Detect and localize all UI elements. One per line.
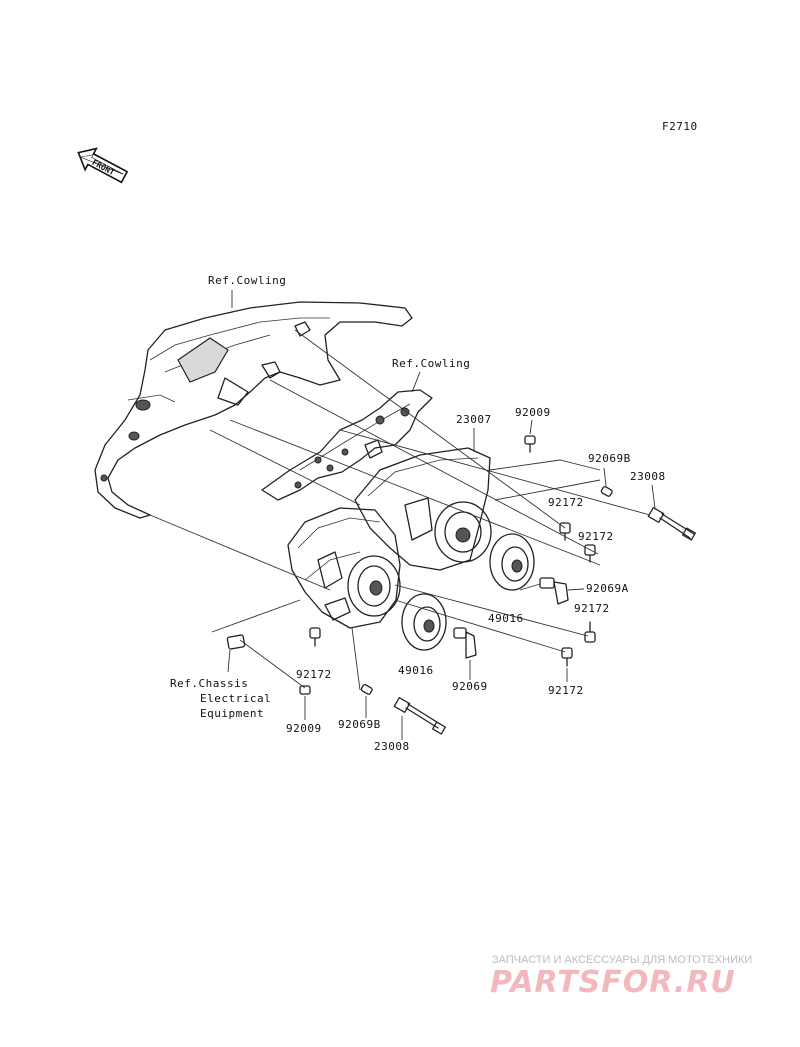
socket-23008-top: [647, 507, 696, 541]
headlight-bracket: [261, 389, 433, 501]
bulb-cover-left: [401, 593, 447, 651]
screw-92009-top: [524, 435, 536, 453]
ref-chassis-label-line1: Ref.Chassis: [170, 677, 248, 690]
bulb-92069: [453, 627, 477, 659]
screw-92172-left: [309, 627, 321, 647]
part-92069B-top-label: 92069B: [588, 452, 631, 465]
part-23008-top-label: 23008: [630, 470, 666, 483]
headlight-housing-front: [287, 507, 401, 629]
part-92009-bottom-label: 92009: [286, 722, 322, 735]
ref-cowling-top-label: Ref.Cowling: [208, 274, 286, 287]
front-arrow-icon: FRONT: [77, 147, 129, 184]
ref-chassis-label-line2: Electrical: [200, 692, 271, 705]
ref-chassis-label-line3: Equipment: [200, 707, 264, 720]
ref-cowling-mid-label: Ref.Cowling: [392, 357, 470, 370]
bulb-92069B-top: [600, 485, 613, 497]
bulb-92069B-bottom: [360, 683, 373, 695]
part-92172-a-label: 92172: [548, 496, 584, 509]
part-23008-bottom-label: 23008: [374, 740, 410, 753]
watermark-top-line: ЗАПЧАСТИ И АКСЕССУАРЫ ДЛЯ МОТОТЕХНИКИ: [492, 954, 752, 966]
bulb-cover-right: [489, 533, 535, 591]
assembly-lines: [149, 329, 651, 691]
part-92172-d-label: 92172: [548, 684, 584, 697]
part-92172-c-label: 92172: [574, 602, 610, 615]
part-92069-label: 92069: [452, 680, 488, 693]
diagram-code: F2710: [662, 120, 698, 133]
part-23007-label: 23007: [456, 413, 492, 426]
screw-92009-bottom: [299, 685, 311, 695]
harness-clamp: [226, 634, 246, 650]
part-92172-left-label: 92172: [296, 668, 332, 681]
upper-cowling: [94, 301, 413, 519]
part-92009-top-label: 92009: [515, 406, 551, 419]
screw-92172-c: [584, 621, 596, 643]
watermark-brand: PARTSFOR.RU: [490, 965, 736, 1000]
part-92069A-label: 92069A: [586, 582, 629, 595]
bulb-92069A: [539, 577, 569, 605]
screw-92172-d: [561, 647, 573, 667]
part-92172-b-label: 92172: [578, 530, 614, 543]
socket-23008-bottom: [393, 697, 446, 735]
headlight-housing-rear: [354, 447, 492, 571]
part-92069B-bottom-label: 92069B: [338, 718, 381, 731]
part-49016-left-label: 49016: [398, 664, 434, 677]
part-49016-right-label: 49016: [488, 612, 524, 625]
